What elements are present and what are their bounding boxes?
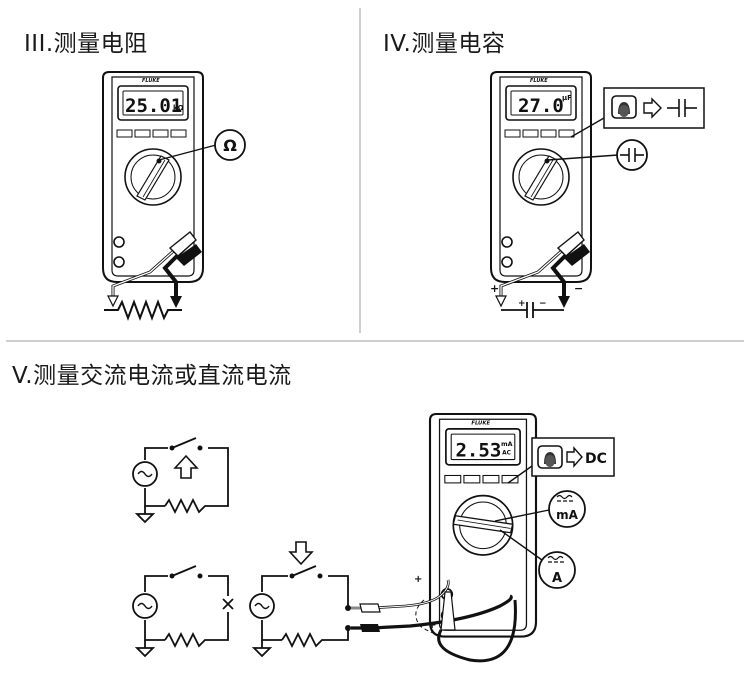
brand-logo-current: FLUKE <box>471 421 490 427</box>
a-dial-callout <box>538 551 576 589</box>
current-display-value: 2.53 <box>455 439 501 461</box>
lead-minus-label: + <box>428 620 436 631</box>
cap-minus-label: − <box>539 299 547 309</box>
ohm-symbol: Ω <box>223 136 237 155</box>
a-symbol: A <box>552 571 562 586</box>
capacitance-display-value: 27.0 <box>518 95 564 117</box>
current-test-leads <box>351 579 517 663</box>
resistor-icon <box>164 497 208 515</box>
resistance-meter: FLUKE 25.01 kΩ <box>102 71 204 283</box>
cap-probe-plus: + <box>490 282 499 295</box>
resistance-display-unit: kΩ <box>173 104 184 112</box>
circuit-original <box>134 447 229 524</box>
vertical-divider <box>359 8 361 333</box>
capacitance-meter: FLUKE 27.0 μF <box>490 71 592 283</box>
capacitance-display-unit: μF <box>562 94 572 102</box>
capacitor-icon <box>667 99 697 117</box>
switch-icon <box>168 565 208 580</box>
switch-icon <box>288 565 328 580</box>
ma-symbol: mA <box>556 508 579 522</box>
resistor-icon <box>104 299 182 321</box>
capacitor-dial-callout <box>616 139 648 171</box>
shift-button-icon <box>611 95 637 119</box>
brand-logo-cap: FLUKE <box>530 78 548 84</box>
arrow-right-icon <box>643 97 662 119</box>
resistance-display-value: 25.01 <box>125 95 182 117</box>
brand-logo: FLUKE <box>142 78 160 84</box>
current-meter: FLUKE 2.53 mA AC <box>428 412 538 638</box>
resistor-icon <box>281 631 326 649</box>
capacitor-under-test <box>501 302 564 318</box>
title-measure-current: V.测量交流电流或直流电流 <box>12 363 292 389</box>
cap-probe-minus: − <box>574 282 583 295</box>
current-display-unit-bottom: AC <box>502 450 511 456</box>
cap-plus-label: + <box>518 299 526 309</box>
switch-icon <box>168 437 208 453</box>
title-measure-resistance: III.测量电阻 <box>24 31 148 57</box>
ma-dial-callout <box>548 490 586 528</box>
title-measure-capacitance: IV.测量电容 <box>383 31 506 57</box>
capacitance-probes <box>495 231 590 308</box>
horizontal-divider <box>6 340 744 342</box>
resistance-probes <box>107 231 202 308</box>
arrow-down-icon <box>288 541 314 566</box>
shift-button-icon <box>537 445 563 469</box>
dc-label: DC <box>585 451 607 467</box>
break-x-icon <box>222 598 234 610</box>
current-display-unit-top: mA <box>501 441 513 448</box>
lead-plus-label: + <box>414 574 422 585</box>
ohm-callout <box>214 129 246 161</box>
arrow-up-icon <box>173 454 199 479</box>
arrow-right-icon <box>566 446 583 468</box>
resistor-icon <box>164 631 208 649</box>
